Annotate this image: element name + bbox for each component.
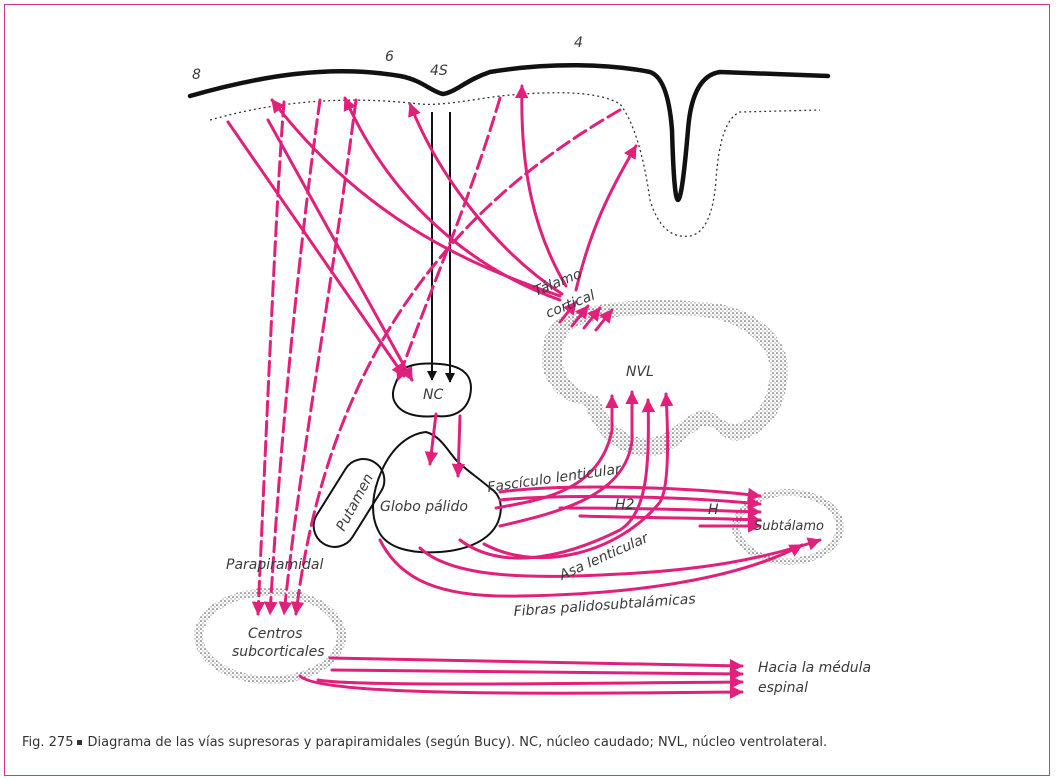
- globo-palido-nucleus: [373, 432, 501, 552]
- parapiramidal-label: Parapiramidal: [226, 557, 323, 573]
- subcorticales-label: subcorticales: [232, 644, 325, 660]
- fasciculo-lenticular-label: Fascículo lenticular: [486, 461, 623, 496]
- caption-figure-number: Fig. 275: [22, 735, 73, 750]
- putamen-label: Putamen: [333, 471, 376, 534]
- cortex-inner-boundary: [210, 93, 820, 237]
- area-4s-label: 4S: [430, 63, 448, 79]
- area-6-label: 6: [385, 49, 394, 65]
- cortex-surface: [190, 65, 828, 200]
- caption-bullet-icon: [77, 740, 82, 745]
- area-8-label: 8: [192, 67, 201, 83]
- subtalamo-label: Subtálamo: [754, 519, 824, 534]
- pathway-diagram: 8 6 4S 4: [0, 0, 1056, 730]
- globo-palido-label: Globo pálido: [380, 499, 468, 515]
- centros-label: Centros: [248, 626, 302, 642]
- espinal-label: espinal: [758, 680, 808, 696]
- h2-label: H2: [615, 497, 635, 513]
- figure-caption: Fig. 275 Diagrama de las vías supresoras …: [22, 735, 1042, 750]
- h-label: H: [708, 502, 719, 518]
- area-4-label: 4: [574, 35, 583, 51]
- hacia-la-medula-label: Hacia la médula: [758, 660, 871, 676]
- nc-label: NC: [423, 387, 443, 403]
- nvl-label: NVL: [626, 364, 654, 380]
- caption-text: Diagrama de las vías supresoras y parapi…: [87, 735, 827, 750]
